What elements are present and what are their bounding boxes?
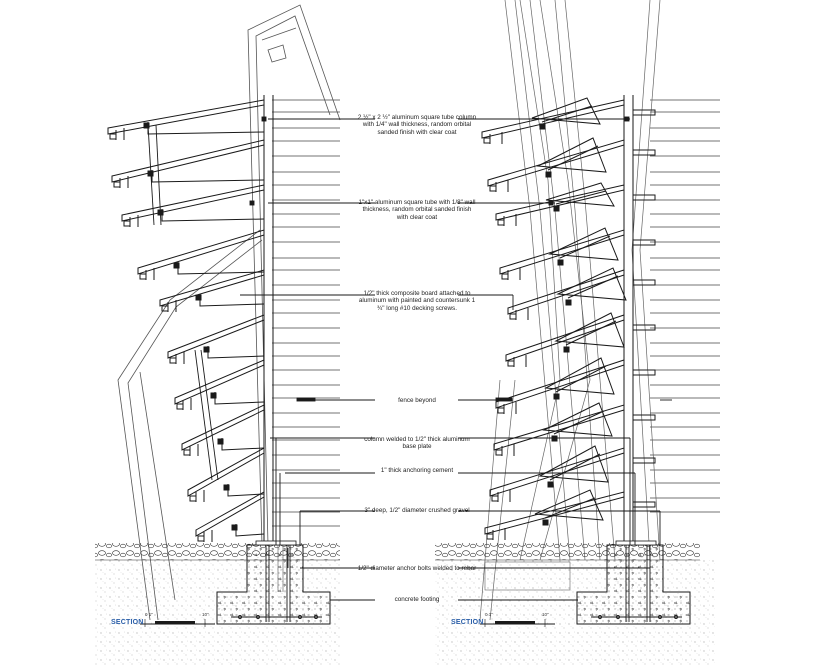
- left-rear-frame: [147, 124, 219, 481]
- right-concrete-footing: [576, 544, 691, 625]
- left-slat-6: [167, 314, 265, 364]
- note-square-tube: 1"x1" aluminum square tube with 1/8" wal…: [358, 199, 476, 221]
- right-assembly: [435, 0, 720, 665]
- left-slat-9: [187, 447, 265, 502]
- right-section-marker: [480, 619, 555, 627]
- right-scale-zero: 0 1": [485, 612, 493, 617]
- left-section-label: SECTION: [111, 619, 144, 626]
- note-anchor-bolts: 1/2" diameter anchor bolts welded to reb…: [357, 565, 477, 572]
- left-slat-4: [137, 229, 265, 280]
- left-slat-5: [159, 269, 265, 312]
- right-slat-1: [481, 97, 656, 144]
- right-slat-9: [489, 445, 656, 502]
- note-base-plate: column welded to 1/2" thick aluminum bas…: [364, 436, 470, 451]
- right-anchor-bolts: [591, 545, 682, 622]
- right-scale-ten: 10": [542, 612, 549, 617]
- right-slats: [481, 97, 656, 540]
- right-slat-5: [507, 267, 656, 320]
- right-fence-beyond: [650, 99, 720, 513]
- right-base-plate: [615, 540, 657, 546]
- note-fence-beyond: fence beyond: [398, 397, 436, 404]
- right-slat-3: [495, 182, 656, 226]
- left-slat-8: [181, 404, 265, 456]
- left-column: [263, 95, 274, 545]
- note-composite-board: 1/2" thick composite board attached to a…: [358, 290, 476, 312]
- left-scale-ten: 10": [202, 612, 209, 617]
- left-section-marker: [140, 619, 215, 627]
- right-section-label: SECTION: [451, 619, 484, 626]
- right-slat-8: [493, 402, 656, 456]
- left-slat-3: [121, 184, 265, 227]
- left-slat-1: [107, 99, 265, 140]
- left-frame-lines: [117, 4, 341, 621]
- right-slat-2: [487, 137, 656, 192]
- leader-lines: [240, 116, 672, 601]
- left-slats: [107, 99, 265, 542]
- note-concrete-footing: concrete footing: [394, 596, 440, 603]
- note-column-tube: 2 ½" x 2 ½" aluminum square tube column …: [357, 114, 477, 136]
- left-concrete-footing: [216, 544, 331, 625]
- right-slat-7: [495, 357, 656, 414]
- right-slat-4: [499, 227, 656, 280]
- left-scale-zero: 0 1": [145, 612, 153, 617]
- note-anchoring-cement: 1" thick anchoring cement: [380, 467, 454, 474]
- left-slat-2: [111, 139, 265, 188]
- left-assembly: [95, 4, 341, 665]
- left-anchor-bolts: [231, 545, 322, 622]
- left-slat-7: [174, 359, 265, 410]
- note-crushed-gravel: 3" deep, 1/2" diameter crushed gravel: [364, 507, 470, 514]
- right-slat-6: [505, 312, 656, 367]
- left-fence-beyond: [272, 99, 340, 527]
- right-column: [623, 95, 634, 545]
- left-slat-10: [195, 491, 265, 542]
- right-slat-10: [484, 489, 656, 540]
